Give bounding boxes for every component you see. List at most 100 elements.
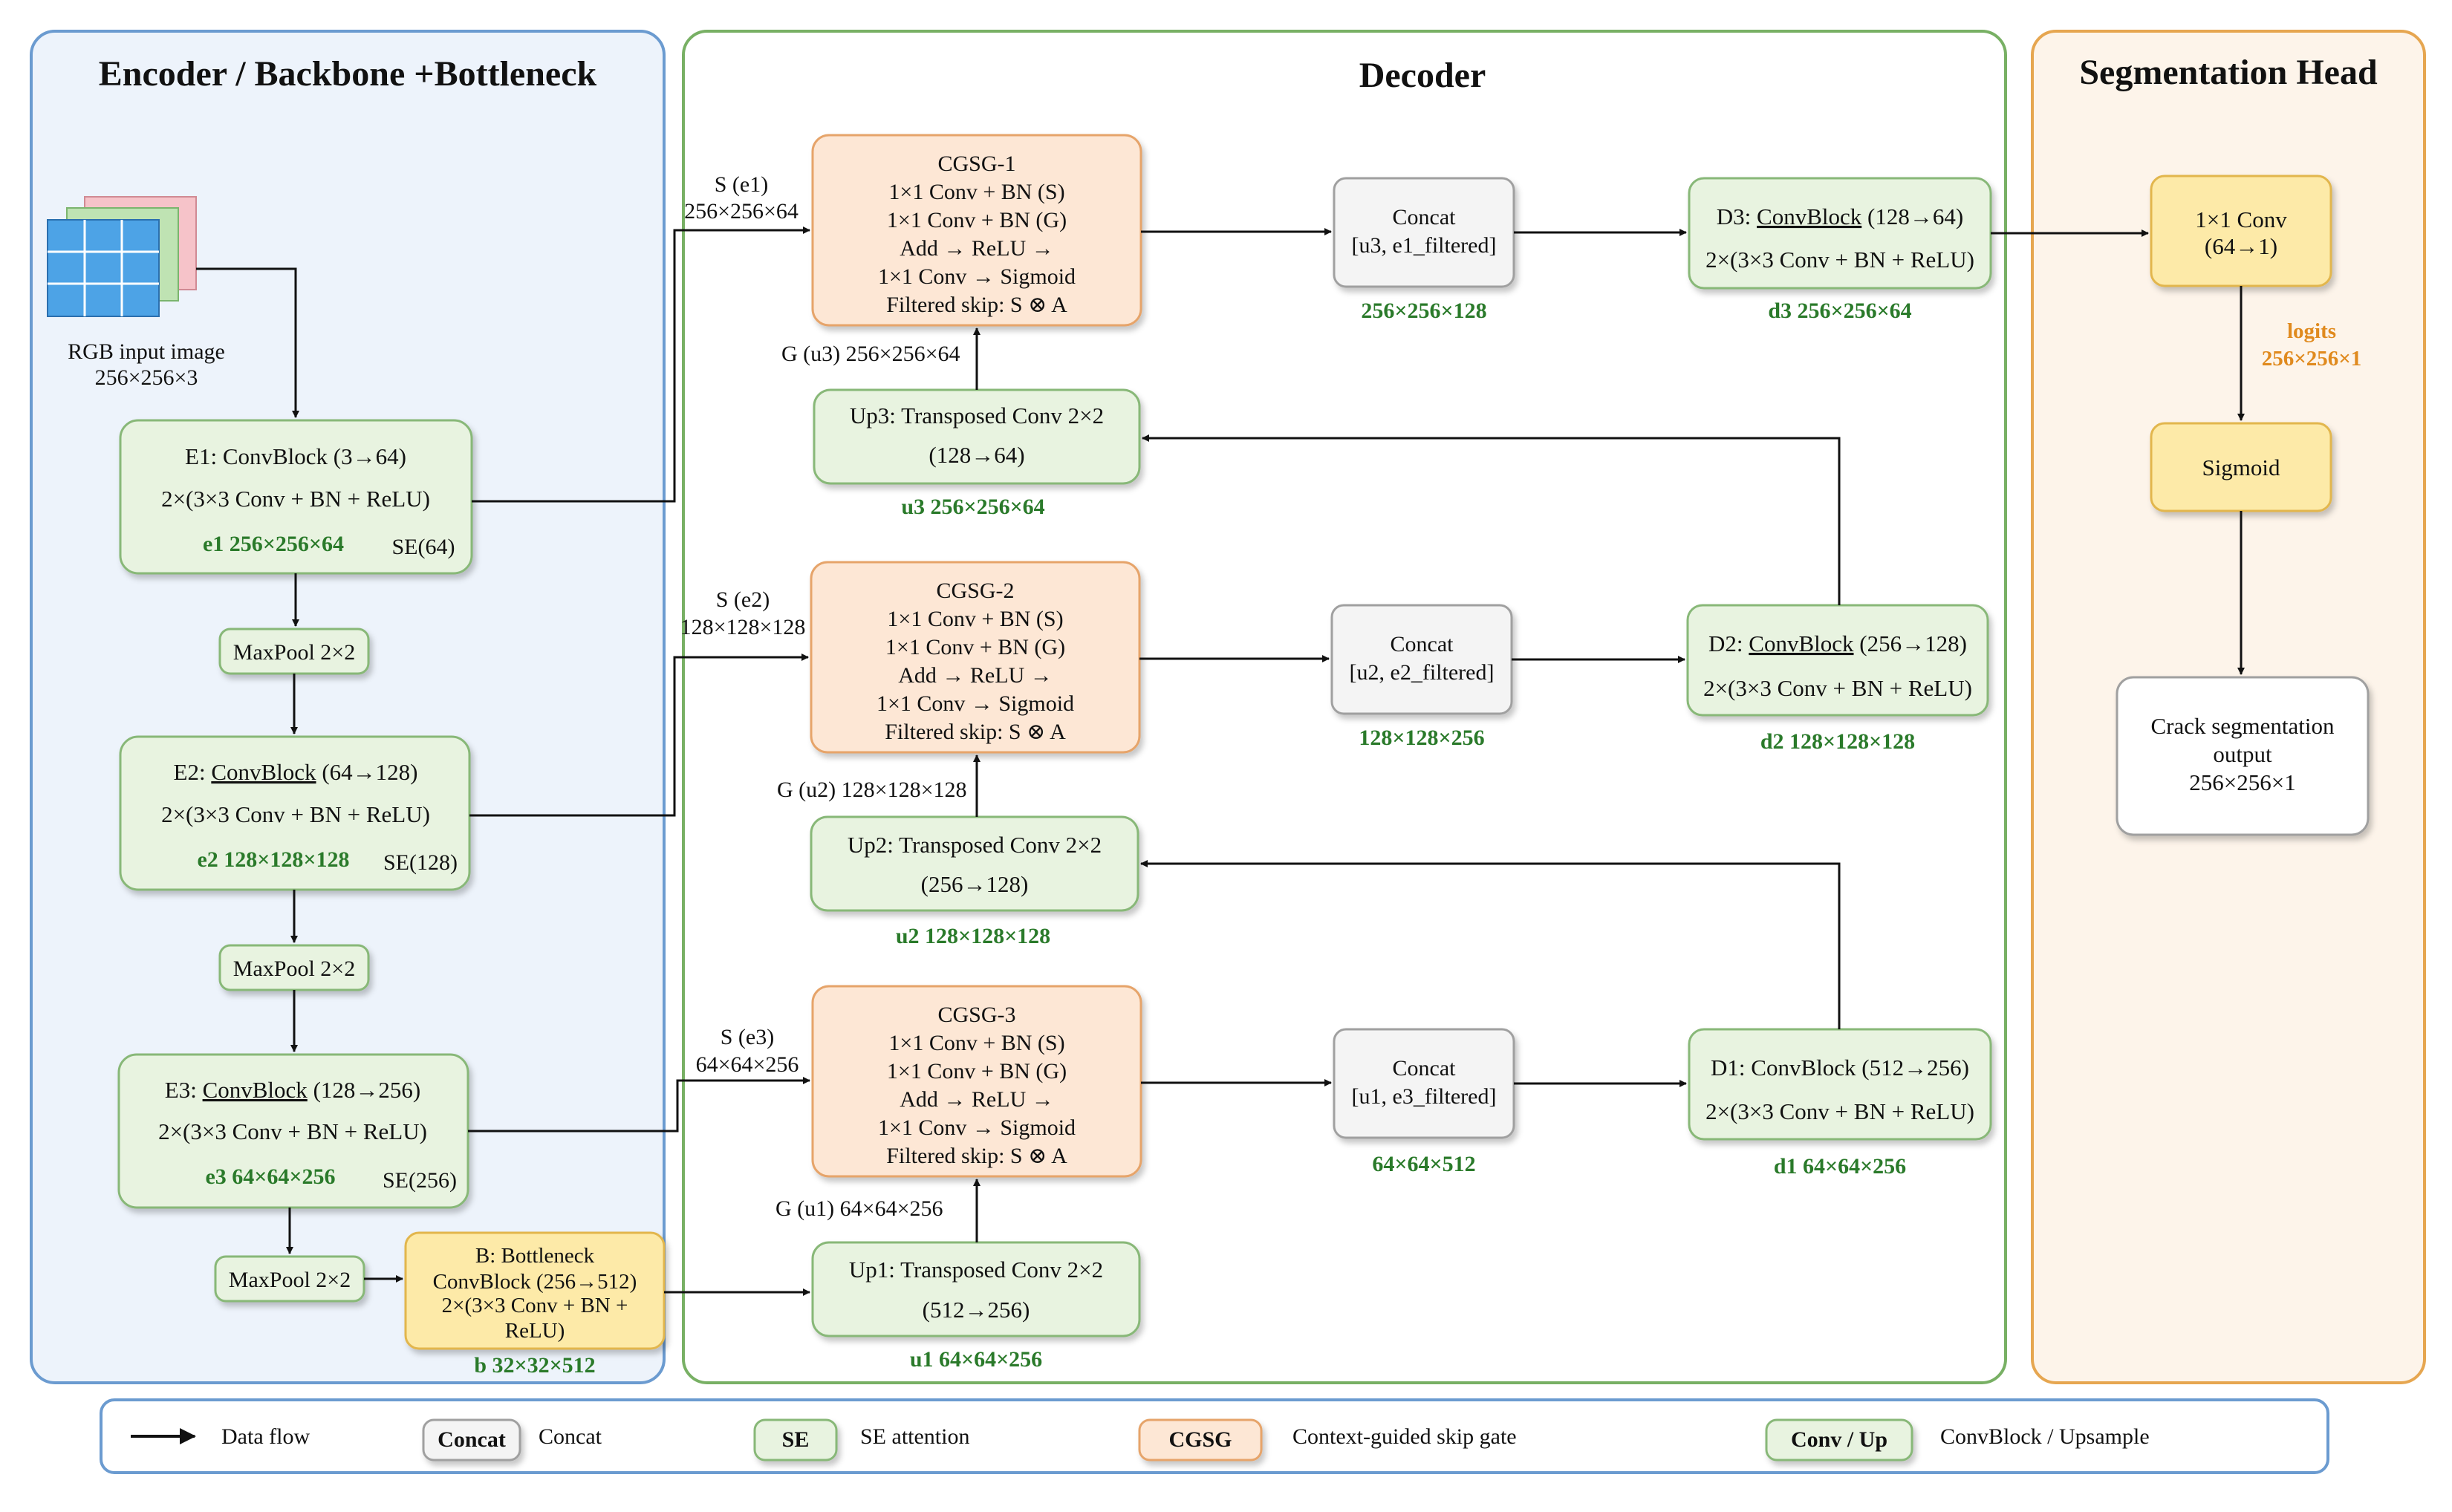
e2-output-dims: e2 128×128×128: [197, 847, 349, 872]
arrow-input-to-e1: [196, 267, 299, 418]
arrow-d1-to-up2: [1140, 860, 1841, 1029]
decoder-title: Decoder: [1359, 56, 1486, 95]
up3-title: Up3: Transposed Conv 2×2: [850, 403, 1104, 428]
bottleneck-line2: ConvBlock (256→512): [433, 1270, 637, 1294]
gate-g1-label: G (u1) 64×64×256: [775, 1196, 943, 1221]
e3-convblock: E3: ConvBlock (128→256) 2×(3×3 Conv + BN…: [117, 1053, 469, 1209]
cgsg-3-line1: 1×1 Conv + BN (S): [888, 1031, 1064, 1055]
arrow-skip-e1: [472, 227, 810, 503]
maxpool-2: MaxPool 2×2: [218, 944, 370, 991]
legend-conv-text: ConvBlock / Upsample: [1940, 1424, 2150, 1449]
d2-output-dims: d2 128×128×128: [1760, 729, 1915, 754]
up2-output-dims: u2 128×128×128: [896, 924, 1050, 948]
arrow-skip-e2: [469, 654, 809, 817]
seg-title: Segmentation Head: [2079, 53, 2378, 92]
legend-concat-chip: [422, 1418, 521, 1462]
e1-se-label: SE(64): [392, 535, 455, 559]
output-title: Crack segmentation: [2150, 713, 2335, 739]
logits-label: logits: [2287, 319, 2336, 343]
maxpool-3-label: MaxPool 2×2: [229, 1268, 351, 1292]
gate-g3-label: G (u3) 256×256×64: [781, 342, 960, 366]
skip-s1-name: S (e1): [715, 172, 768, 197]
cgsg-1-line3: Add → ReLU →: [900, 236, 1053, 261]
cgsg-2-title: CGSG-2: [936, 579, 1014, 603]
e2-title: E2: ConvBlock (64→128): [174, 759, 418, 785]
skip-s2-dims: 128×128×128: [680, 615, 806, 639]
up1-output-dims: u1 64×64×256: [910, 1347, 1042, 1372]
up1-channels: (512→256): [923, 1297, 1030, 1323]
d3-convblock: D3: ConvBlock (128→64) 2×(3×3 Conv + BN …: [1688, 177, 1992, 290]
head-conv-channels: (64→1): [2205, 233, 2277, 259]
e1-layers: 2×(3×3 Conv + BN + ReLU): [161, 486, 430, 512]
d1-title: D1: ConvBlock (512→256): [1711, 1055, 1969, 1081]
up3-output-dims: u3 256×256×64: [901, 495, 1044, 519]
legend-se-chip: [753, 1418, 838, 1462]
e3-layers: 2×(3×3 Conv + BN + ReLU): [158, 1118, 427, 1144]
cgsg-3-line5: Filtered skip: S ⊗ A: [886, 1144, 1067, 1168]
concat-3-inputs: [u1, e3_filtered]: [1352, 1084, 1497, 1109]
d1-convblock: D1: ConvBlock (512→256) 2×(3×3 Conv + BN…: [1688, 1028, 1992, 1141]
e1-title: E1: ConvBlock (3→64): [185, 443, 406, 469]
e3-output-dims: e3 64×64×256: [205, 1164, 335, 1189]
sigmoid-block: Sigmoid: [2150, 422, 2332, 512]
arrow-d2-to-up3: [1142, 434, 1841, 605]
d3-layers: 2×(3×3 Conv + BN + ReLU): [1705, 247, 1974, 273]
maxpool-1-label: MaxPool 2×2: [233, 640, 355, 665]
up2-title: Up2: Transposed Conv 2×2: [848, 832, 1102, 858]
concat-3-block: Concat [u1, e3_filtered]: [1333, 1028, 1515, 1139]
concat-2-block: Concat [u2, e2_filtered]: [1330, 604, 1513, 715]
cgsg-2-line1: 1×1 Conv + BN (S): [887, 607, 1063, 631]
input-label: RGB input image: [68, 339, 225, 364]
cgsg-1-block: CGSG-1 1×1 Conv + BN (S) 1×1 Conv + BN (…: [811, 134, 1142, 327]
cgsg-2-line4: 1×1 Conv → Sigmoid: [877, 691, 1074, 716]
encoder-title: Encoder / Backbone +Bottleneck: [99, 54, 597, 94]
legend-cgsg-text: Context-guided skip gate: [1292, 1424, 1517, 1449]
up1-block: Up1: Transposed Conv 2×2 (512→256): [811, 1241, 1141, 1337]
d1-layers: 2×(3×3 Conv + BN + ReLU): [1705, 1098, 1974, 1124]
cgsg-3-line2: 1×1 Conv + BN (G): [887, 1059, 1067, 1084]
concat-1-dims: 256×256×128: [1361, 299, 1486, 323]
legend-conv-chip: [1765, 1418, 1913, 1462]
gate-g2-label: G (u2) 128×128×128: [777, 778, 966, 802]
d2-title: D2: ConvBlock (256→128): [1708, 630, 1967, 656]
legend: Data flow Concat Concat SE SE attention …: [100, 1398, 2329, 1474]
concat-2-inputs: [u2, e2_filtered]: [1350, 660, 1495, 685]
maxpool-2-label: MaxPool 2×2: [233, 957, 355, 981]
d2-layers: 2×(3×3 Conv + BN + ReLU): [1703, 675, 1972, 701]
up3-block: Up3: Transposed Conv 2×2 (128→64): [813, 388, 1141, 485]
legend-conv-chip-label: Conv / Up: [1791, 1427, 1887, 1452]
skip-s1-dims: 256×256×64: [684, 199, 799, 224]
crack-output-block: Crack segmentation output 256×256×1: [2116, 676, 2370, 836]
e2-layers: 2×(3×3 Conv + BN + ReLU): [161, 801, 430, 827]
d1-output-dims: d1 64×64×256: [1774, 1154, 1906, 1179]
logits-dims: 256×256×1: [2262, 347, 2362, 371]
arrow-skip-e3: [468, 1077, 810, 1133]
skip-s3-name: S (e3): [721, 1025, 774, 1049]
legend-concat-text: Concat: [539, 1424, 602, 1449]
cgsg-1-line1: 1×1 Conv + BN (S): [888, 180, 1064, 204]
skip-s3-dims: 64×64×256: [696, 1052, 799, 1077]
rgb-input-image-icon: [47, 196, 197, 317]
bottleneck-output-dims: b 32×32×512: [474, 1353, 595, 1378]
legend-se-text: SE attention: [860, 1424, 969, 1449]
head-conv-title: 1×1 Conv: [2195, 206, 2287, 232]
concat-1-block: Concat [u3, e1_filtered]: [1333, 177, 1515, 288]
concat-2-title: Concat: [1391, 632, 1454, 656]
cgsg-2-line2: 1×1 Conv + BN (G): [885, 635, 1065, 659]
data-flow-arrows: [196, 227, 2245, 1296]
e3-se-label: SE(256): [383, 1168, 457, 1193]
d3-output-dims: d3 256×256×64: [1768, 299, 1911, 323]
e2-convblock: E2: ConvBlock (64→128) 2×(3×3 Conv + BN …: [119, 735, 471, 891]
up3-channels: (128→64): [929, 442, 1024, 468]
up2-channels: (256→128): [921, 871, 1029, 897]
cgsg-1-line2: 1×1 Conv + BN (G): [887, 208, 1067, 232]
legend-cgsg-chip: [1138, 1418, 1263, 1462]
maxpool-1: MaxPool 2×2: [218, 628, 370, 675]
cgsg-3-line3: Add → ReLU →: [900, 1087, 1053, 1112]
concat-1-inputs: [u3, e1_filtered]: [1352, 233, 1497, 258]
sigmoid-label: Sigmoid: [2202, 454, 2280, 480]
cgsg-2-block: CGSG-2 1×1 Conv + BN (S) 1×1 Conv + BN (…: [810, 561, 1141, 754]
e2-se-label: SE(128): [383, 850, 458, 875]
bottleneck-title: B: Bottleneck: [475, 1244, 595, 1268]
